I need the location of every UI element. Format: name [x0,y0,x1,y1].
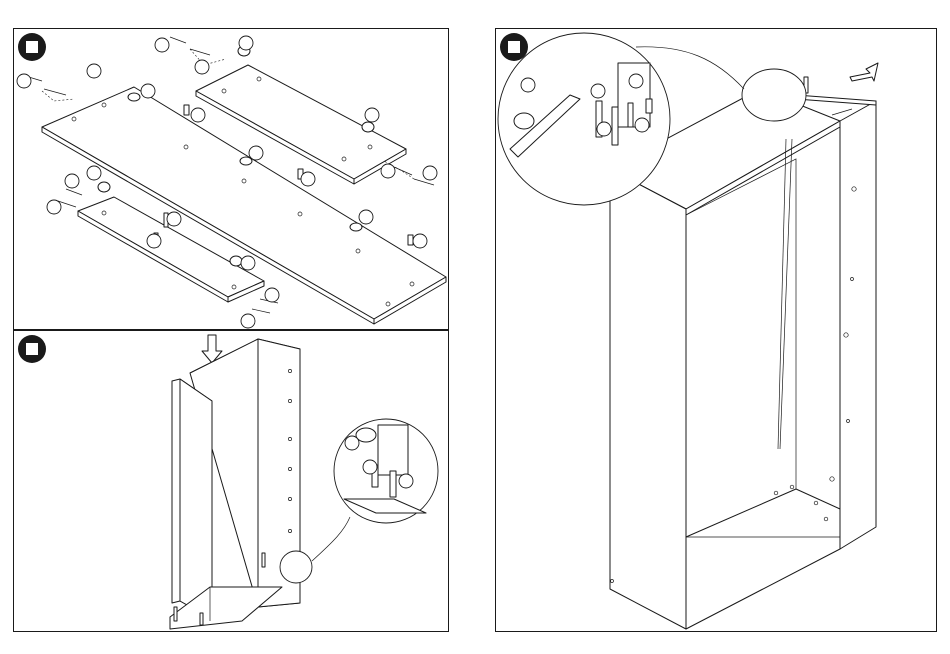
step-panel-side-assembly [13,330,449,632]
step-panel-carcass [495,28,937,632]
side-assembly-drawing [14,331,449,632]
step-badge [500,33,528,61]
step-badge [18,335,46,363]
detail-magnifier [280,419,438,583]
carcass-drawing [496,29,937,632]
front-side-panel [172,379,212,619]
left-arrow-icon [850,63,878,81]
board-fittings-drawing [14,29,449,330]
step-badge [18,33,46,61]
step-panel-board-fittings [13,28,449,330]
